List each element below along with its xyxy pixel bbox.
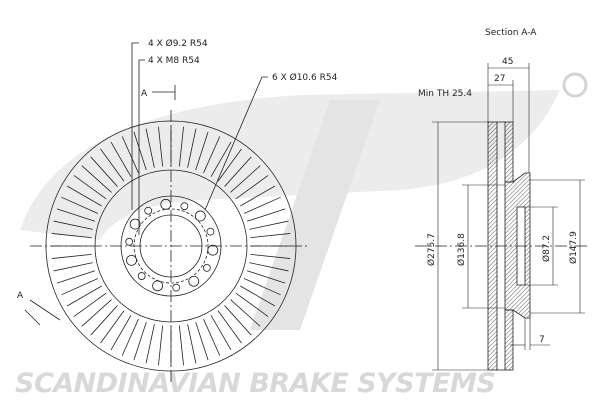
vane <box>145 128 155 168</box>
hole <box>144 206 153 215</box>
min-thickness-label: Min TH 25.4 <box>418 89 472 99</box>
vane <box>110 315 132 351</box>
dim-flange-thickness: 7 <box>539 335 545 345</box>
hole <box>129 218 141 230</box>
vane <box>90 156 118 187</box>
vane <box>73 292 107 317</box>
vane <box>243 278 281 296</box>
vane <box>243 196 281 214</box>
vane <box>121 318 139 356</box>
hole <box>202 264 211 272</box>
vane <box>210 315 232 351</box>
hole <box>126 254 137 266</box>
dim-disc-thickness: 27 <box>494 74 505 84</box>
registered-mark-icon <box>562 72 588 98</box>
vane <box>249 262 289 272</box>
vane <box>250 233 291 239</box>
vane <box>217 310 242 344</box>
vane <box>158 126 164 167</box>
hole <box>180 202 189 211</box>
vane <box>53 262 93 272</box>
vane <box>250 253 291 259</box>
dim-overall-height: 45 <box>502 57 513 67</box>
cooling-vanes <box>51 126 291 366</box>
hole <box>194 210 206 222</box>
vane <box>246 270 286 284</box>
vane <box>240 285 276 307</box>
hole <box>160 198 172 210</box>
vane <box>73 175 107 200</box>
vane <box>110 141 132 177</box>
vane <box>56 208 96 222</box>
vane <box>81 165 112 193</box>
vane <box>133 321 147 361</box>
vane <box>246 208 286 222</box>
vane <box>145 324 155 364</box>
vane <box>235 175 269 200</box>
hole <box>207 244 219 256</box>
section-marker-bottom: A <box>17 291 24 301</box>
disc-front-view <box>24 42 310 385</box>
dim-hat-diameter: Ø136.8 <box>456 233 467 266</box>
callout-bolt-holes: 4 X Ø9.2 R54 <box>148 38 208 49</box>
hole <box>125 237 134 246</box>
vane <box>61 278 99 296</box>
vane <box>210 141 232 177</box>
vane <box>178 126 184 167</box>
vane <box>195 321 209 361</box>
vane <box>240 185 276 207</box>
vane <box>249 220 289 230</box>
vane <box>224 156 252 187</box>
vane <box>51 233 92 239</box>
hole <box>188 275 200 287</box>
vane <box>61 196 99 214</box>
vane <box>235 292 269 317</box>
vane <box>224 305 252 336</box>
disc-section-view <box>415 63 590 371</box>
vane <box>187 128 197 168</box>
vane <box>121 136 139 174</box>
vane <box>51 253 92 259</box>
dim-outer-diameter: Ø275.7 <box>426 233 437 266</box>
vane <box>81 299 112 327</box>
vane <box>187 324 197 364</box>
vane <box>66 285 102 307</box>
vane <box>90 305 118 336</box>
hole <box>137 272 146 280</box>
vane <box>158 325 164 366</box>
section-marker-top: A <box>141 89 148 99</box>
hole <box>206 227 215 236</box>
callout-wheel-holes: 6 X Ø10.6 R54 <box>272 72 338 83</box>
vane <box>230 299 261 327</box>
vane <box>133 131 147 171</box>
vane <box>203 318 221 356</box>
vane <box>203 136 221 174</box>
dim-hat-outer: Ø147.9 <box>568 231 579 264</box>
vane <box>217 148 242 182</box>
vane <box>100 148 125 182</box>
section-title: Section A-A <box>485 28 537 38</box>
sbs-watermark-logo <box>20 72 588 330</box>
vane <box>56 270 96 284</box>
vane <box>195 131 209 171</box>
dim-center-bore: Ø87.2 <box>541 235 552 262</box>
vane <box>178 325 184 366</box>
vane <box>230 165 261 193</box>
bolt-holes <box>125 198 219 292</box>
vane <box>66 185 102 207</box>
hole <box>172 283 181 292</box>
watermark-tagline: SCANDINAVIAN BRAKE SYSTEMS <box>15 368 495 399</box>
hole <box>152 280 164 292</box>
vane <box>100 310 125 344</box>
callout-thread-holes: 4 X M8 R54 <box>148 56 200 66</box>
vane <box>53 220 93 230</box>
